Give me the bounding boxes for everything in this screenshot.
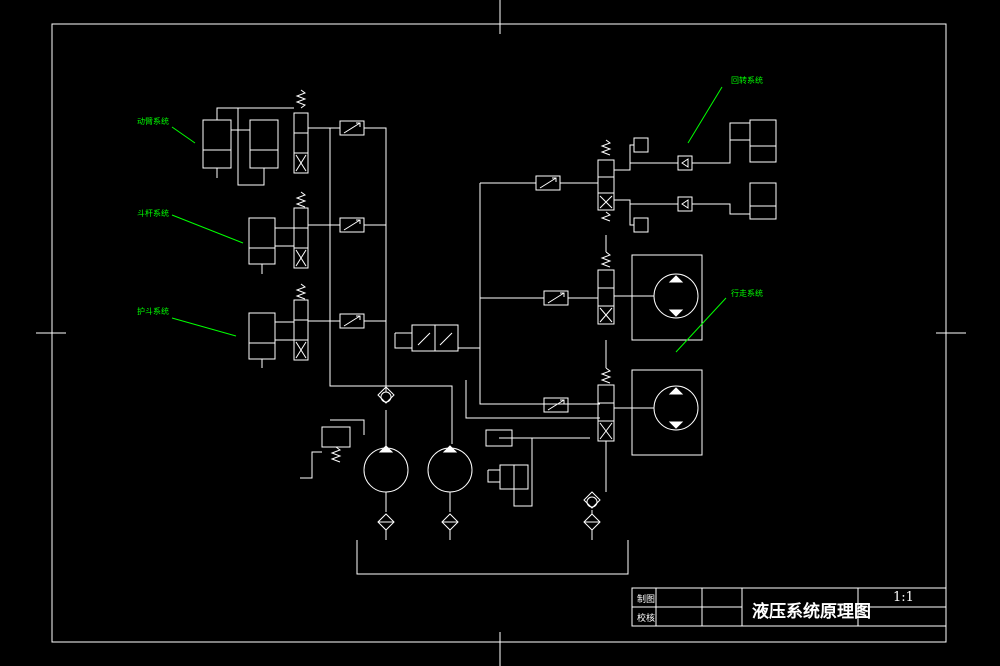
filters <box>377 510 601 540</box>
left-shuttle-valve <box>394 324 480 352</box>
tank <box>356 540 629 575</box>
left-throttles <box>308 120 453 444</box>
pilot-valve <box>485 429 533 507</box>
leaders <box>171 86 727 353</box>
travel-valve-2 <box>597 367 615 442</box>
bucket-valve <box>293 191 309 269</box>
right-throttles <box>535 175 569 413</box>
guard-cylinder <box>248 312 294 368</box>
drawn-by-label: 制图 <box>637 595 656 605</box>
drawing-border <box>51 23 947 643</box>
label-bucket: 斗杆系统 <box>137 209 169 218</box>
title-block <box>631 587 947 627</box>
label-travel: 行走系统 <box>731 289 763 298</box>
scale-value: 1:1 <box>893 590 914 605</box>
guard-valve <box>293 283 309 361</box>
check-valves <box>377 386 601 509</box>
center-piping <box>465 182 600 439</box>
boom-cylinders <box>202 107 294 186</box>
label-boom: 动臂系统 <box>137 117 169 126</box>
travel-motors <box>614 254 703 456</box>
drawing-title: 液压系统原理图 <box>752 602 871 622</box>
swing-circuit <box>614 119 777 233</box>
pumps <box>363 410 473 512</box>
bucket-cylinder <box>248 217 294 274</box>
checked-by-label: 校核 <box>637 614 656 624</box>
label-guard: 护斗系统 <box>137 307 169 316</box>
boom-valve <box>293 89 309 174</box>
label-swing: 回转系统 <box>731 76 763 85</box>
swing-valve <box>597 139 615 222</box>
relief-valve <box>300 419 365 479</box>
travel-valve-1 <box>597 251 615 325</box>
